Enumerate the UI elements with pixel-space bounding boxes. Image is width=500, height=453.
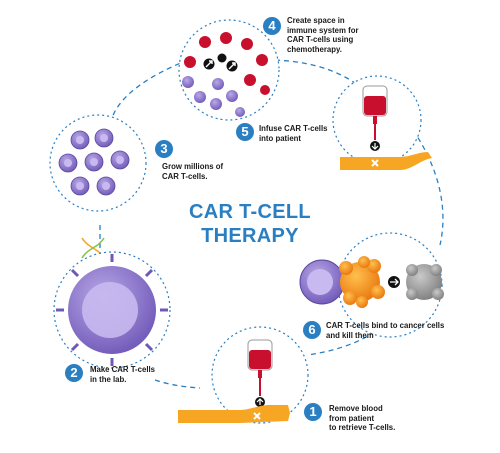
cycle-dashed-path (99, 59, 444, 389)
step-4-text: Create space in immune system for CAR T-… (287, 16, 359, 54)
step-4-line-2: immune system for (287, 25, 359, 35)
step-3-line-1: Grow millions of (162, 162, 224, 171)
step-6-text: CAR T-cells bind to cancer cells and kil… (326, 321, 444, 340)
car-t-cell-lab-illustration (53, 251, 171, 369)
step-2-text: Make CAR T-cells in the lab. (90, 365, 155, 384)
diagram-title: CAR T-CELL THERAPY (160, 200, 340, 248)
step-3-line-2: CAR T-cells. (162, 171, 208, 181)
step-3-badge: 3 (155, 140, 173, 158)
step-2-line-2: in the lab. (90, 374, 127, 384)
step-1-text: Remove blood from patient to retrieve T-… (329, 404, 395, 433)
step-4-line-1: Create space in (287, 16, 345, 25)
step-6-line-1: CAR T-cells bind to cancer cells (326, 321, 445, 330)
step-6-badge: 6 (303, 321, 321, 339)
title-line-1: CAR T-CELL (189, 201, 311, 223)
step-5-line-1: Infuse CAR T-cells (259, 124, 328, 133)
chemotherapy-illustration (178, 19, 280, 121)
cell-growth-illustration (49, 114, 147, 212)
step-3-text: Grow millions of CAR T-cells. (162, 162, 223, 181)
infusion-illustration (332, 75, 432, 170)
step-4-badge: 4 (263, 17, 281, 35)
step-1-line-2: from patient (329, 413, 375, 423)
title-line-2: THERAPY (201, 225, 299, 247)
step-1-line-1: Remove blood (329, 404, 383, 413)
step-5-badge: 5 (236, 123, 254, 141)
blood-draw-illustration (178, 326, 309, 424)
step-6-line-2: and kill them (326, 330, 374, 340)
step-1-badge: 1 (304, 403, 322, 421)
step-4-line-3: CAR T-cells using (287, 35, 354, 44)
step-5-line-2: into patient (259, 133, 302, 143)
cancer-kill-illustration (299, 232, 444, 338)
step-2-badge: 2 (65, 364, 83, 382)
step-2-line-1: Make CAR T-cells (90, 365, 155, 374)
step-1-line-3: to retrieve T-cells. (329, 423, 396, 432)
step-4-line-4: chemotherapy. (287, 44, 342, 54)
step-5-text: Infuse CAR T-cells into patient (259, 124, 327, 143)
